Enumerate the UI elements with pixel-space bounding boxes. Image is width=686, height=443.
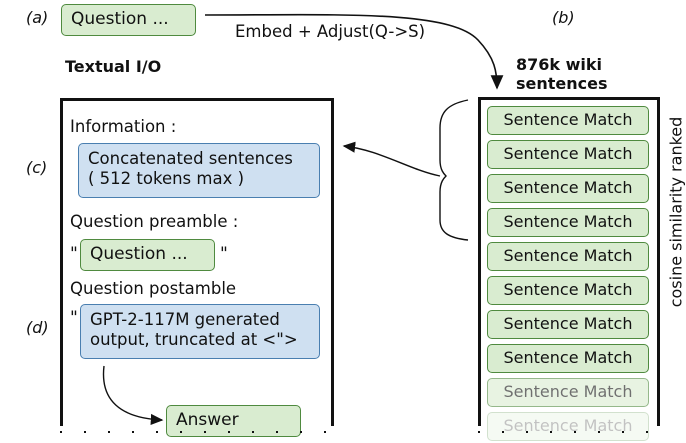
sentence-match-2: Sentence Match	[487, 140, 649, 169]
sentence-match-10: Sentence Match	[487, 412, 649, 441]
gpt-line2: output, truncated at <">	[90, 330, 298, 349]
concatenated-sentences-box: Concatenated sentences ( 512 tokens max …	[78, 143, 320, 198]
wiki-title-line1: 876k wiki	[516, 55, 602, 74]
textual-io-title: Textual I/O	[65, 57, 162, 76]
brace-to-info-arrow	[342, 141, 441, 177]
wiki-frame-right	[657, 97, 660, 426]
question-inner-box: Question ...	[80, 239, 215, 271]
quote-close: "	[220, 244, 228, 264]
sentence-match-5: Sentence Match	[487, 242, 649, 271]
sentence-match-8: Sentence Match	[487, 344, 649, 373]
wiki-frame-top	[478, 97, 660, 100]
concatenated-line1: Concatenated sentences	[88, 149, 293, 168]
textual-io-frame-left	[60, 98, 63, 426]
sentence-match-3: Sentence Match	[487, 174, 649, 203]
panel-label-c: (c)	[26, 158, 48, 177]
wiki-frame-left	[478, 97, 481, 426]
concatenated-line2: ( 512 tokens max )	[88, 169, 245, 188]
answer-box: Answer	[166, 405, 301, 437]
embed-adjust-label: Embed + Adjust(Q->S)	[235, 22, 426, 41]
gpt-output-box: GPT-2-117M generated output, truncated a…	[80, 304, 320, 359]
question-postamble-label: Question postamble	[70, 279, 237, 298]
sentence-match-4: Sentence Match	[487, 208, 649, 237]
sentence-match-6: Sentence Match	[487, 276, 649, 305]
sentence-match-1: Sentence Match	[487, 106, 649, 135]
textual-io-frame-top	[60, 98, 334, 101]
information-label: Information :	[70, 117, 177, 136]
panel-label-a: (a)	[26, 8, 49, 27]
panel-label-b: (b)	[552, 8, 575, 27]
wiki-title-line2: sentences	[516, 74, 608, 93]
quote-open: "	[70, 244, 78, 264]
sentence-match-7: Sentence Match	[487, 310, 649, 339]
embed-arrow	[204, 13, 504, 90]
textual-io-frame-right	[331, 98, 334, 426]
sentence-match-9: Sentence Match	[487, 378, 649, 407]
gpt-line1: GPT-2-117M generated	[90, 310, 280, 329]
grouping-brace	[439, 99, 469, 241]
quote-open-2: "	[70, 308, 78, 328]
question-preamble-label: Question preamble :	[70, 212, 239, 231]
panel-label-d: (d)	[26, 318, 49, 337]
query-box: Question ...	[61, 4, 196, 36]
output-to-answer-arrow	[102, 365, 164, 426]
wiki-title: 876k wiki sentences	[516, 55, 608, 93]
